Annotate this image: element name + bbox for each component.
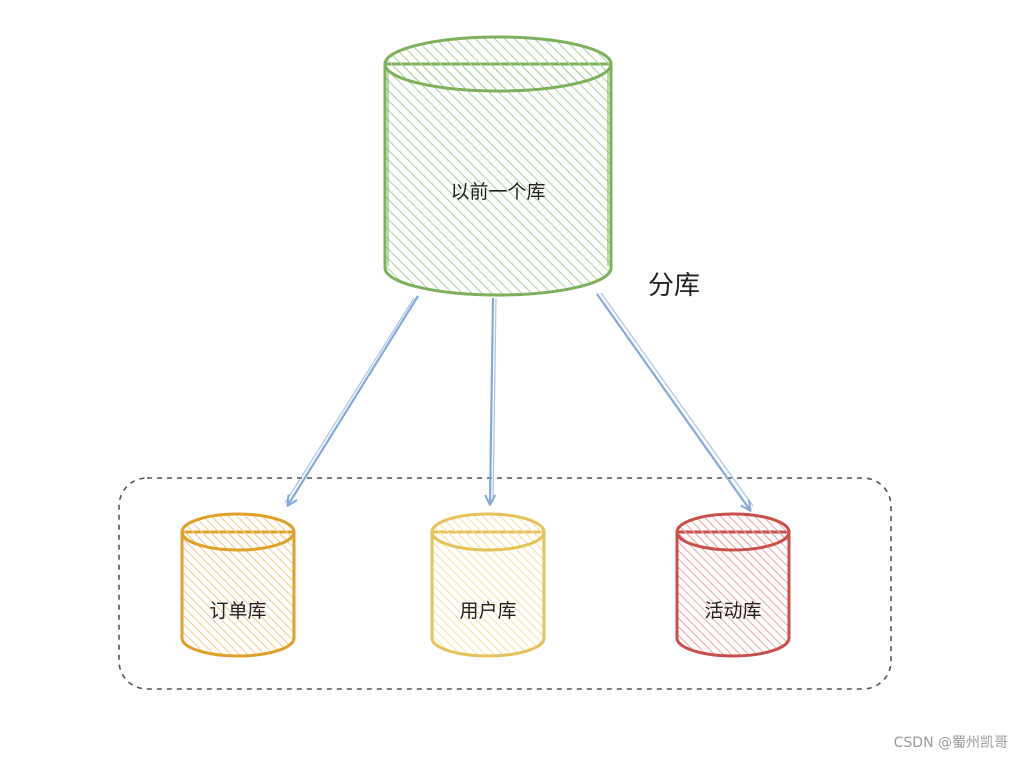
- activity-database-body: [675, 530, 791, 658]
- watermark: CSDN @蜀州凯哥: [893, 735, 1008, 751]
- arrow-to-order-db-sketch: [284, 297, 415, 504]
- split-label: 分库: [648, 271, 700, 301]
- activity-database-top: [675, 512, 791, 552]
- source-database-top: [383, 35, 613, 93]
- arrows: [284, 292, 754, 512]
- user-database: 用户库: [430, 512, 546, 658]
- arrow-to-activity-db-sketch: [600, 292, 754, 507]
- order-database-body: [180, 530, 296, 658]
- activity-database-label: 活动库: [704, 600, 761, 622]
- arrow-to-user-db-sketch: [492, 297, 497, 503]
- order-database-label: 订单库: [209, 600, 266, 622]
- user-database-body: [430, 530, 546, 658]
- order-database: 订单库: [180, 512, 296, 658]
- user-database-label: 用户库: [459, 600, 516, 622]
- arrow-to-order-db: [286, 295, 419, 507]
- user-database-top: [430, 512, 546, 552]
- source-database-body: [383, 62, 613, 297]
- order-database-top: [180, 512, 296, 552]
- source-database-label: 以前一个库: [450, 181, 545, 203]
- source-database: 以前一个库: [383, 35, 613, 297]
- activity-database: 活动库: [675, 512, 791, 658]
- arrow-to-user-db: [484, 297, 497, 506]
- arrow-to-activity-db: [596, 293, 752, 512]
